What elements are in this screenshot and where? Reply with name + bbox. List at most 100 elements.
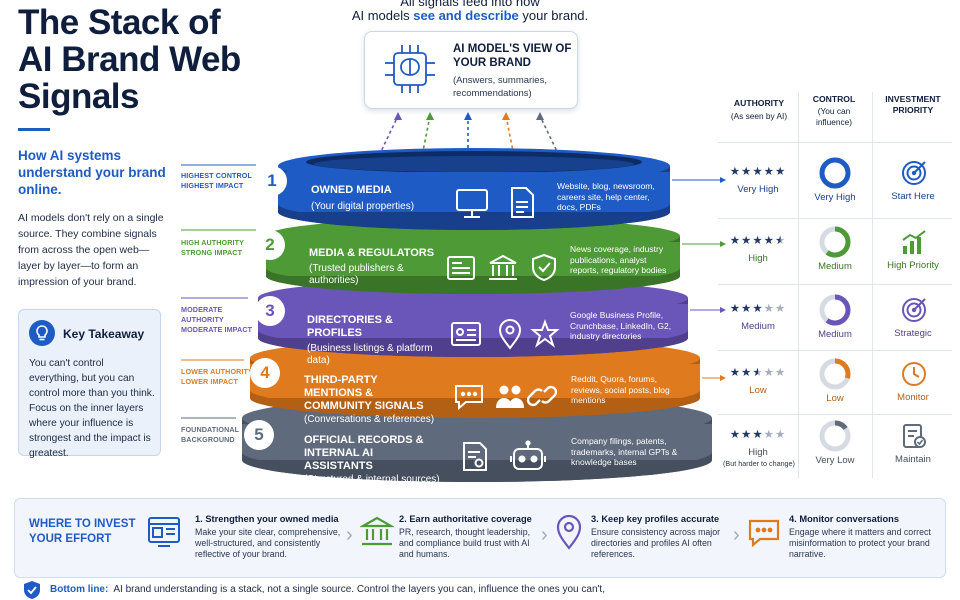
institution-icon	[360, 516, 394, 546]
priority-label: Strategic	[894, 328, 932, 339]
control-label: Low	[826, 393, 844, 404]
authority-stars: ★★★★★	[729, 166, 787, 178]
authority-label: Very High	[737, 184, 779, 195]
control-subheader: (You can influence)	[816, 106, 852, 127]
growth-chart-icon	[902, 230, 926, 254]
step-3-title: 3. Keep key profiles accurate	[591, 514, 720, 524]
control-gauge	[819, 294, 851, 326]
takeaway-title: Key Takeaway	[63, 327, 145, 341]
control-label: Medium	[818, 261, 852, 272]
control-header: CONTROL	[812, 94, 856, 104]
bottom-line: Bottom line: AI brand understanding is a…	[50, 584, 605, 595]
invest-title: WHERE TO INVEST YOUR EFFORT	[29, 518, 136, 545]
step-1-title: 1. Strengthen your owned media	[195, 514, 339, 524]
priority-label: Maintain	[895, 454, 931, 465]
chat-bubble-icon	[748, 519, 780, 548]
layer-4-desc: Reddit, Quora, forums, reviews, social p…	[571, 374, 670, 405]
authority-subheader: (As seen by AI)	[730, 111, 788, 121]
chevron-right-icon: ›	[733, 524, 740, 546]
target-icon	[902, 298, 926, 322]
newspaper-icon	[447, 256, 475, 280]
page-title: The Stack of AI Brand Web Signals	[18, 3, 241, 116]
chevron-right-icon: ›	[346, 524, 353, 546]
authority-header: AUTHORITY	[733, 98, 785, 108]
step-1-text: Make your site clear, comprehensive, wel…	[195, 527, 341, 560]
invest-effort-panel: WHERE TO INVEST YOUR EFFORT	[14, 498, 946, 578]
layer-5-label: OFFICIAL RECORDS & INTERNAL AI ASSISTANT…	[304, 434, 440, 485]
control-gauge	[819, 157, 851, 189]
step-4-text: Engage where it matters and correct misi…	[789, 527, 931, 560]
layer-5-desc: Company filings, patents, trademarks, in…	[571, 436, 678, 467]
authority-stars: ★★★★★	[729, 367, 787, 379]
checklist-icon	[903, 424, 926, 448]
control-gauge	[819, 420, 851, 452]
layer-5-number: 5	[244, 420, 274, 450]
priority-header: INVESTMENT PRIORITY	[885, 94, 941, 115]
users-icon	[496, 385, 524, 408]
authority-note: (But harder to change)	[723, 459, 795, 468]
priority-label: Monitor	[897, 392, 929, 403]
chevron-right-icon: ›	[541, 524, 548, 546]
layer-2-label: MEDIA & REGULATORS (Trusted publishers &…	[309, 247, 435, 286]
location-pin-icon	[556, 514, 582, 550]
takeaway-text: You can't control everything, but you ca…	[29, 358, 155, 459]
signal-stack	[181, 148, 726, 482]
control-gauge	[819, 358, 851, 390]
monitor-icon	[456, 189, 488, 218]
control-label: Medium	[818, 329, 852, 340]
shield-check-icon	[24, 581, 40, 599]
step-2-title: 2. Earn authoritative coverage	[399, 514, 532, 524]
location-pin-icon	[498, 319, 522, 350]
intro-text: AI models don't rely on a single source.…	[18, 212, 164, 288]
link-icon	[526, 385, 558, 407]
step-4-title: 4. Monitor conversations	[789, 514, 900, 524]
header-line-2: AI models see and describe your brand.	[351, 8, 589, 23]
ai-view-title: AI MODEL'S VIEW OF YOUR BRAND	[453, 43, 572, 69]
certificate-icon	[463, 442, 487, 471]
priority-label: High Priority	[887, 260, 939, 271]
ai-model-view-card: AI MODEL'S VIEW OF YOUR BRAND (Answers, …	[364, 31, 578, 109]
layer-3-desc: Google Business Profile, Crunchbase, Lin…	[570, 310, 672, 341]
lightbulb-icon	[29, 320, 55, 346]
control-label: Very High	[814, 192, 856, 203]
brain-circuit-icon	[385, 45, 435, 93]
website-icon	[148, 517, 180, 547]
document-icon	[511, 187, 534, 218]
authority-label: Medium	[741, 321, 775, 332]
institution-icon	[489, 254, 517, 280]
step-2-text: PR, research, thought leadership, and co…	[399, 527, 531, 560]
layer-1-label: OWNED MEDIA (Your digital properties)	[311, 184, 415, 212]
authority-label: Low	[749, 385, 767, 396]
clock-icon	[902, 362, 926, 386]
layer-4-label: THIRD-PARTY MENTIONS & COMMUNITY SIGNALS…	[304, 374, 435, 425]
profile-card-icon	[451, 322, 481, 346]
page-subtitle: How AI systems understand your brand onl…	[18, 148, 166, 197]
star-icon	[530, 319, 560, 348]
priority-label: Start Here	[891, 191, 935, 202]
robot-icon	[510, 440, 546, 470]
ai-view-subtitle: (Answers, summaries, recommendations)	[453, 75, 547, 99]
layer-2-desc: News coverage, industry publications, an…	[570, 244, 667, 275]
layer-1-desc: Website, blog, newsroom, careers site, h…	[557, 181, 655, 212]
authority-stars: ★★★★★	[729, 303, 787, 315]
control-gauge	[819, 226, 851, 258]
layer-2-number: 2	[255, 230, 285, 260]
chat-bubble-icon	[455, 385, 483, 411]
control-label: Very Low	[815, 455, 855, 466]
layer-3-label: DIRECTORIES & PROFILES (Business listing…	[307, 314, 433, 366]
title-divider	[18, 128, 50, 131]
key-takeaway-box: Key Takeaway You can't control everythin…	[18, 309, 161, 459]
authority-label: High	[748, 447, 768, 458]
layer-1-number: 1	[257, 166, 287, 196]
authority-stars: ★★★★★	[729, 429, 787, 441]
layer-3-number: 3	[255, 296, 285, 326]
target-icon	[902, 161, 926, 185]
authority-label: High	[748, 253, 768, 264]
step-3-text: Ensure consistency across major director…	[591, 527, 721, 560]
shield-icon	[532, 253, 556, 282]
